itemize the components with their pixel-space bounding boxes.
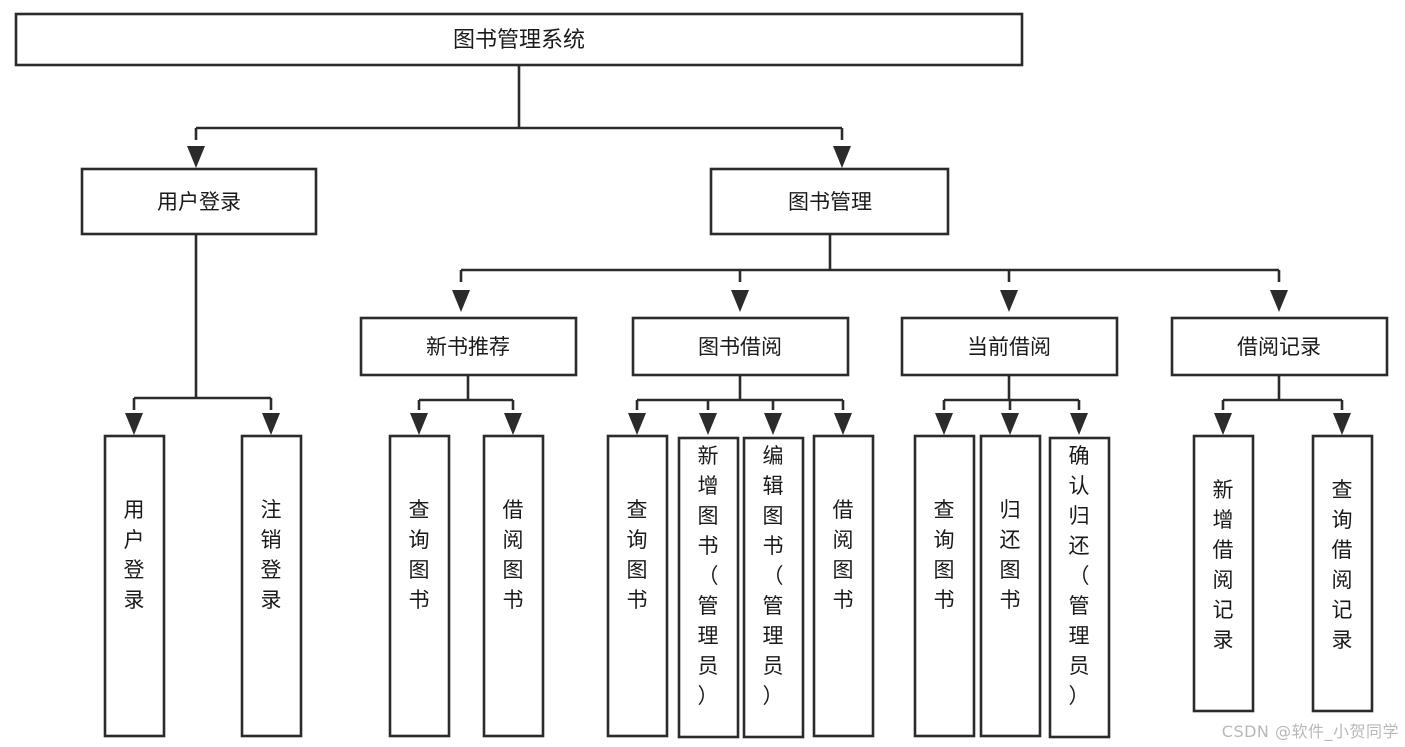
leaf-login-user-login[interactable]: 用户登录	[103, 434, 166, 738]
node-current-borrow[interactable]: 当前借阅	[900, 316, 1119, 377]
leaf-borrow-edit-book[interactable]: 编辑图书（管理员）	[742, 436, 805, 739]
leaf-borrow-edit-book-label: 编辑图书（管理员）	[763, 444, 784, 708]
leaf-login-user-login-label: 用户登录	[124, 498, 145, 612]
leaf-rec-add-record-label: 新增借阅记录	[1213, 478, 1234, 652]
node-book-manage[interactable]: 图书管理	[709, 167, 950, 236]
leaf-borrow-query-book[interactable]: 查询图书	[606, 434, 669, 738]
arrow-head-icon	[935, 413, 953, 435]
node-root-label: 图书管理系统	[453, 28, 585, 53]
connector-new-book-rec-to-leaves	[410, 375, 522, 435]
leaf-borrow-borrow-book[interactable]: 借阅图书	[812, 434, 875, 738]
arrow-head-icon	[504, 413, 522, 435]
leaf-rec-query-record-label: 查询借阅记录	[1332, 478, 1353, 652]
arrow-head-icon	[1214, 413, 1232, 435]
node-book-manage-label: 图书管理	[788, 190, 872, 214]
arrow-head-icon	[764, 413, 782, 435]
leaf-rec-borrow-book[interactable]: 借阅图书	[482, 434, 545, 738]
leaf-rec-add-record[interactable]: 新增借阅记录	[1192, 434, 1255, 713]
arrow-head-icon	[731, 290, 749, 312]
arrow-head-icon	[628, 413, 646, 435]
connector-book-manage-to-level3	[452, 234, 1288, 312]
arrow-head-icon	[1270, 290, 1288, 312]
arrow-head-icon	[410, 413, 428, 435]
node-user-login[interactable]: 用户登录	[80, 167, 318, 236]
leaf-borrow-borrow-book-label: 借阅图书	[833, 498, 854, 612]
node-borrow-record-label: 借阅记录	[1237, 335, 1321, 359]
leaf-borrow-add-book[interactable]: 新增图书（管理员）	[677, 436, 740, 739]
node-root[interactable]: 图书管理系统	[14, 12, 1024, 67]
leaf-cur-query-book-label: 查询图书	[934, 498, 955, 612]
arrow-head-icon	[833, 146, 851, 168]
leaf-login-logout-label: 注销登录	[261, 498, 282, 612]
node-book-borrow[interactable]: 图书借阅	[631, 316, 850, 377]
leaf-rec-borrow-book-label: 借阅图书	[503, 498, 524, 612]
arrow-head-icon	[262, 413, 280, 435]
arrow-head-icon	[699, 413, 717, 435]
arrow-head-icon	[125, 413, 143, 435]
arrow-head-icon	[1001, 413, 1019, 435]
node-new-book-recommend-label: 新书推荐	[426, 335, 510, 359]
leaf-rec-query-book[interactable]: 查询图书	[388, 434, 451, 738]
arrow-head-icon	[1000, 290, 1018, 312]
leaf-cur-confirm-return-label: 确认归还（管理员）	[1069, 444, 1090, 708]
arrow-head-icon	[452, 290, 470, 312]
leaf-cur-query-book[interactable]: 查询图书	[913, 434, 976, 738]
node-new-book-recommend[interactable]: 新书推荐	[359, 316, 578, 377]
leaf-cur-confirm-return[interactable]: 确认归还（管理员）	[1048, 436, 1111, 739]
node-book-borrow-label: 图书借阅	[698, 335, 782, 359]
leaf-login-logout[interactable]: 注销登录	[240, 434, 303, 738]
connector-current-borrow-to-leaves	[935, 375, 1088, 435]
connector-user-login-to-leaves	[125, 234, 280, 435]
arrow-head-icon	[1333, 413, 1351, 435]
arrow-head-icon	[1070, 413, 1088, 435]
node-current-borrow-label: 当前借阅	[967, 335, 1051, 359]
leaf-borrow-query-book-label: 查询图书	[627, 498, 648, 612]
leaf-rec-query-record[interactable]: 查询借阅记录	[1311, 434, 1374, 713]
node-borrow-record[interactable]: 借阅记录	[1170, 316, 1389, 377]
node-user-login-label: 用户登录	[157, 190, 241, 214]
leaf-rec-query-book-label: 查询图书	[409, 498, 430, 612]
arrow-head-icon	[834, 413, 852, 435]
leaf-borrow-add-book-label: 新增图书（管理员）	[698, 444, 719, 708]
connector-book-borrow-to-leaves	[628, 375, 852, 435]
connector-root-to-level2	[187, 65, 851, 168]
connector-borrow-record-to-leaves	[1214, 375, 1351, 435]
leaf-cur-return-book[interactable]: 归还图书	[979, 434, 1042, 738]
leaf-cur-return-book-label: 归还图书	[1000, 498, 1021, 612]
arrow-head-icon	[187, 146, 205, 168]
